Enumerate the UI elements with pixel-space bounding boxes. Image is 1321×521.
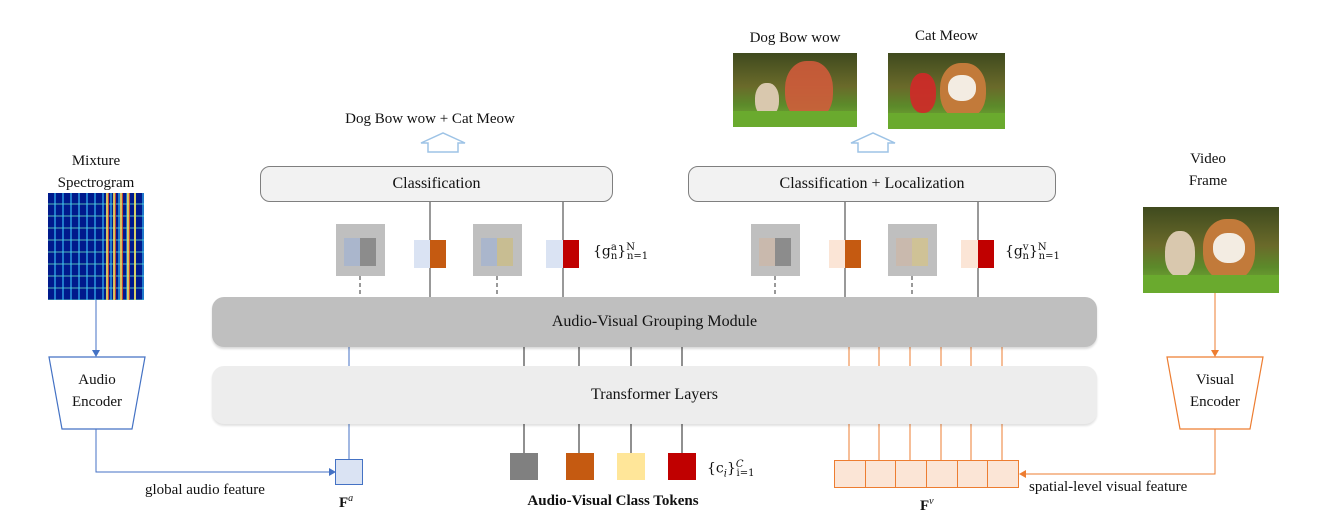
audio-group-token-1	[336, 224, 385, 276]
hollow-up-arrow-visual	[850, 132, 896, 153]
visual-group-token-1	[751, 224, 800, 276]
audio-classification-label: Classification	[392, 175, 481, 192]
visual-group-math: {gvn}Nn=1	[1005, 242, 1060, 263]
audio-group-math: {gan}Nn=1	[593, 242, 649, 263]
audio-encoder-label-2: Encoder	[72, 394, 122, 410]
visual-feature-cell	[896, 460, 928, 488]
video-frame-title-line-2: Frame	[1188, 173, 1228, 189]
visual-feature-cell	[988, 460, 1020, 488]
visual-group-token-2	[829, 240, 861, 268]
grouping-module-label: Audio-Visual Grouping Module	[551, 313, 758, 330]
spectrogram-title-line-2: Spectrogram	[57, 175, 135, 191]
mixture-spectrogram-image	[48, 193, 144, 300]
hollow-up-arrow-audio	[420, 132, 466, 153]
class-token-math: {ci}Ci=1	[707, 459, 755, 480]
audio-encoder-label-1: Audio	[78, 372, 116, 388]
audio-visual-grouping-module: Audio-Visual Grouping Module	[212, 297, 1097, 347]
class-tokens-title: Audio-Visual Class Tokens	[527, 493, 699, 509]
audio-feature-symbol: Fa	[339, 493, 354, 511]
class-token-1	[510, 453, 538, 480]
class-token-4	[668, 453, 696, 480]
cat-output-label: Cat Meow	[915, 28, 978, 44]
visual-feature-cell	[957, 460, 989, 488]
class-token-3	[617, 453, 645, 480]
visual-feature-cell	[865, 460, 897, 488]
audio-output-label: Dog Bow wow + Cat Meow	[345, 111, 515, 127]
global-audio-feature-label: global audio feature	[145, 482, 265, 498]
visual-group-token-4	[961, 240, 994, 268]
audio-group-token-4	[546, 240, 579, 268]
audio-classification-head: Classification	[260, 166, 613, 202]
video-frame-image	[1143, 207, 1279, 293]
video-frame-title-line-1: Video	[1190, 151, 1226, 167]
dog-output-label: Dog Bow wow	[749, 30, 841, 46]
cat-localization-image	[888, 53, 1005, 129]
visual-feature-cell	[927, 460, 958, 488]
transformer-layers-label: Transformer Layers	[591, 386, 718, 403]
spectrogram-title-line-1: Mixture	[71, 153, 121, 169]
dog-localization-image	[733, 53, 857, 127]
visual-encoder-label-2: Encoder	[1190, 394, 1240, 410]
visual-encoder-label-1: Visual	[1195, 372, 1235, 388]
visual-feature-symbol: Fv	[920, 496, 934, 514]
spatial-visual-feature-tokens	[834, 460, 1020, 488]
audio-group-token-2	[414, 240, 446, 268]
visual-classification-head: Classification + Localization	[688, 166, 1056, 202]
visual-classification-label: Classification + Localization	[779, 175, 965, 192]
spatial-visual-feature-label: spatial-level visual feature	[1029, 479, 1188, 495]
class-token-2	[566, 453, 594, 480]
transformer-layers: Transformer Layers	[212, 366, 1097, 424]
audio-group-token-3	[473, 224, 522, 276]
visual-group-token-3	[888, 224, 937, 276]
global-audio-feature-token	[335, 459, 363, 485]
visual-feature-cell	[834, 460, 866, 488]
